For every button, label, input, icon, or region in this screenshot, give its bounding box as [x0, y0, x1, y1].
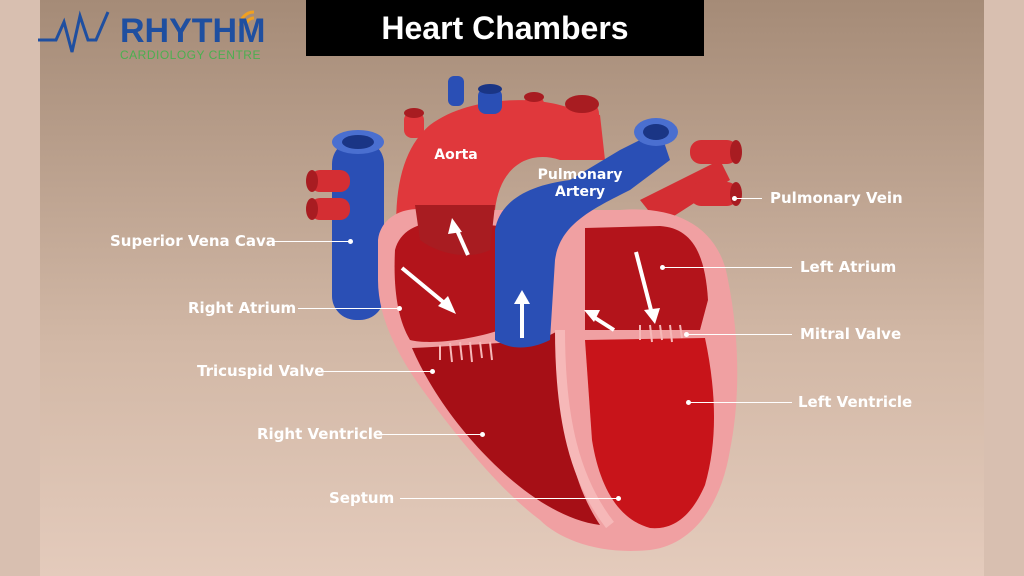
title-banner: Heart Chambers: [306, 0, 704, 56]
left-margin: [0, 0, 40, 576]
septum-wall: [555, 329, 614, 529]
leader-dot: [660, 265, 665, 270]
left-atrium-chamber: [585, 226, 708, 330]
label-tricuspid-valve: Tricuspid Valve: [197, 362, 325, 380]
leader-dot: [348, 239, 353, 244]
leader-dot: [684, 332, 689, 337]
leader-dot: [397, 306, 402, 311]
brand-name: RHYTHM: [120, 12, 266, 50]
tricuspid-valve-fringe: [439, 341, 493, 363]
pulmonary-artery-label-line2: Artery: [555, 184, 605, 200]
label-right-ventricle: Right Ventricle: [257, 425, 384, 443]
leader-dot: [480, 432, 485, 437]
leader-right-atrium: [298, 308, 398, 309]
leader-tricuspid-valve: [322, 371, 432, 372]
blood-flow-arrows: [400, 218, 660, 338]
leader-superior-vena-cava: [270, 241, 350, 242]
pulmonary-vein-vessels: [640, 140, 742, 225]
superior-vena-cava-vessel: [332, 130, 384, 320]
label-left-ventricle: Left Ventricle: [798, 393, 913, 411]
left-ventricle-chamber: [585, 338, 715, 529]
leader-dot: [616, 496, 621, 501]
label-left-atrium: Left Atrium: [800, 258, 897, 276]
leader-mitral-valve: [688, 334, 792, 335]
leader-septum: [400, 498, 618, 499]
label-septum: Septum: [329, 489, 395, 507]
mitral-valve-fringe: [639, 324, 683, 343]
right-ventricle-chamber: [412, 330, 600, 525]
right-margin: [984, 0, 1024, 576]
leader-dot: [686, 400, 691, 405]
leader-dot: [732, 196, 737, 201]
signal-icon: [238, 10, 255, 27]
leader-dot: [430, 369, 435, 374]
brand-logo: RHYTHM CARDIOLOGY CENTRE: [36, 4, 266, 64]
pulmonary-artery-label-line1: Pulmonary: [537, 167, 623, 183]
page-title: Heart Chambers: [381, 9, 629, 46]
leader-left-atrium: [664, 267, 792, 268]
label-mitral-valve: Mitral Valve: [800, 325, 902, 343]
brand-subtitle: CARDIOLOGY CENTRE: [120, 48, 261, 62]
label-pulmonary-vein: Pulmonary Vein: [770, 189, 903, 207]
leader-pulmonary-vein: [736, 198, 762, 199]
heartbeat-icon: [38, 10, 110, 53]
leader-right-ventricle: [380, 434, 482, 435]
leader-left-ventricle: [690, 402, 792, 403]
label-superior-vena-cava: Superior Vena Cava: [110, 232, 276, 250]
left-branch-vessels: [306, 170, 350, 220]
pulmonary-artery-vessel: [495, 130, 670, 348]
aorta-label: Aorta: [434, 147, 478, 163]
label-right-atrium: Right Atrium: [188, 299, 297, 317]
